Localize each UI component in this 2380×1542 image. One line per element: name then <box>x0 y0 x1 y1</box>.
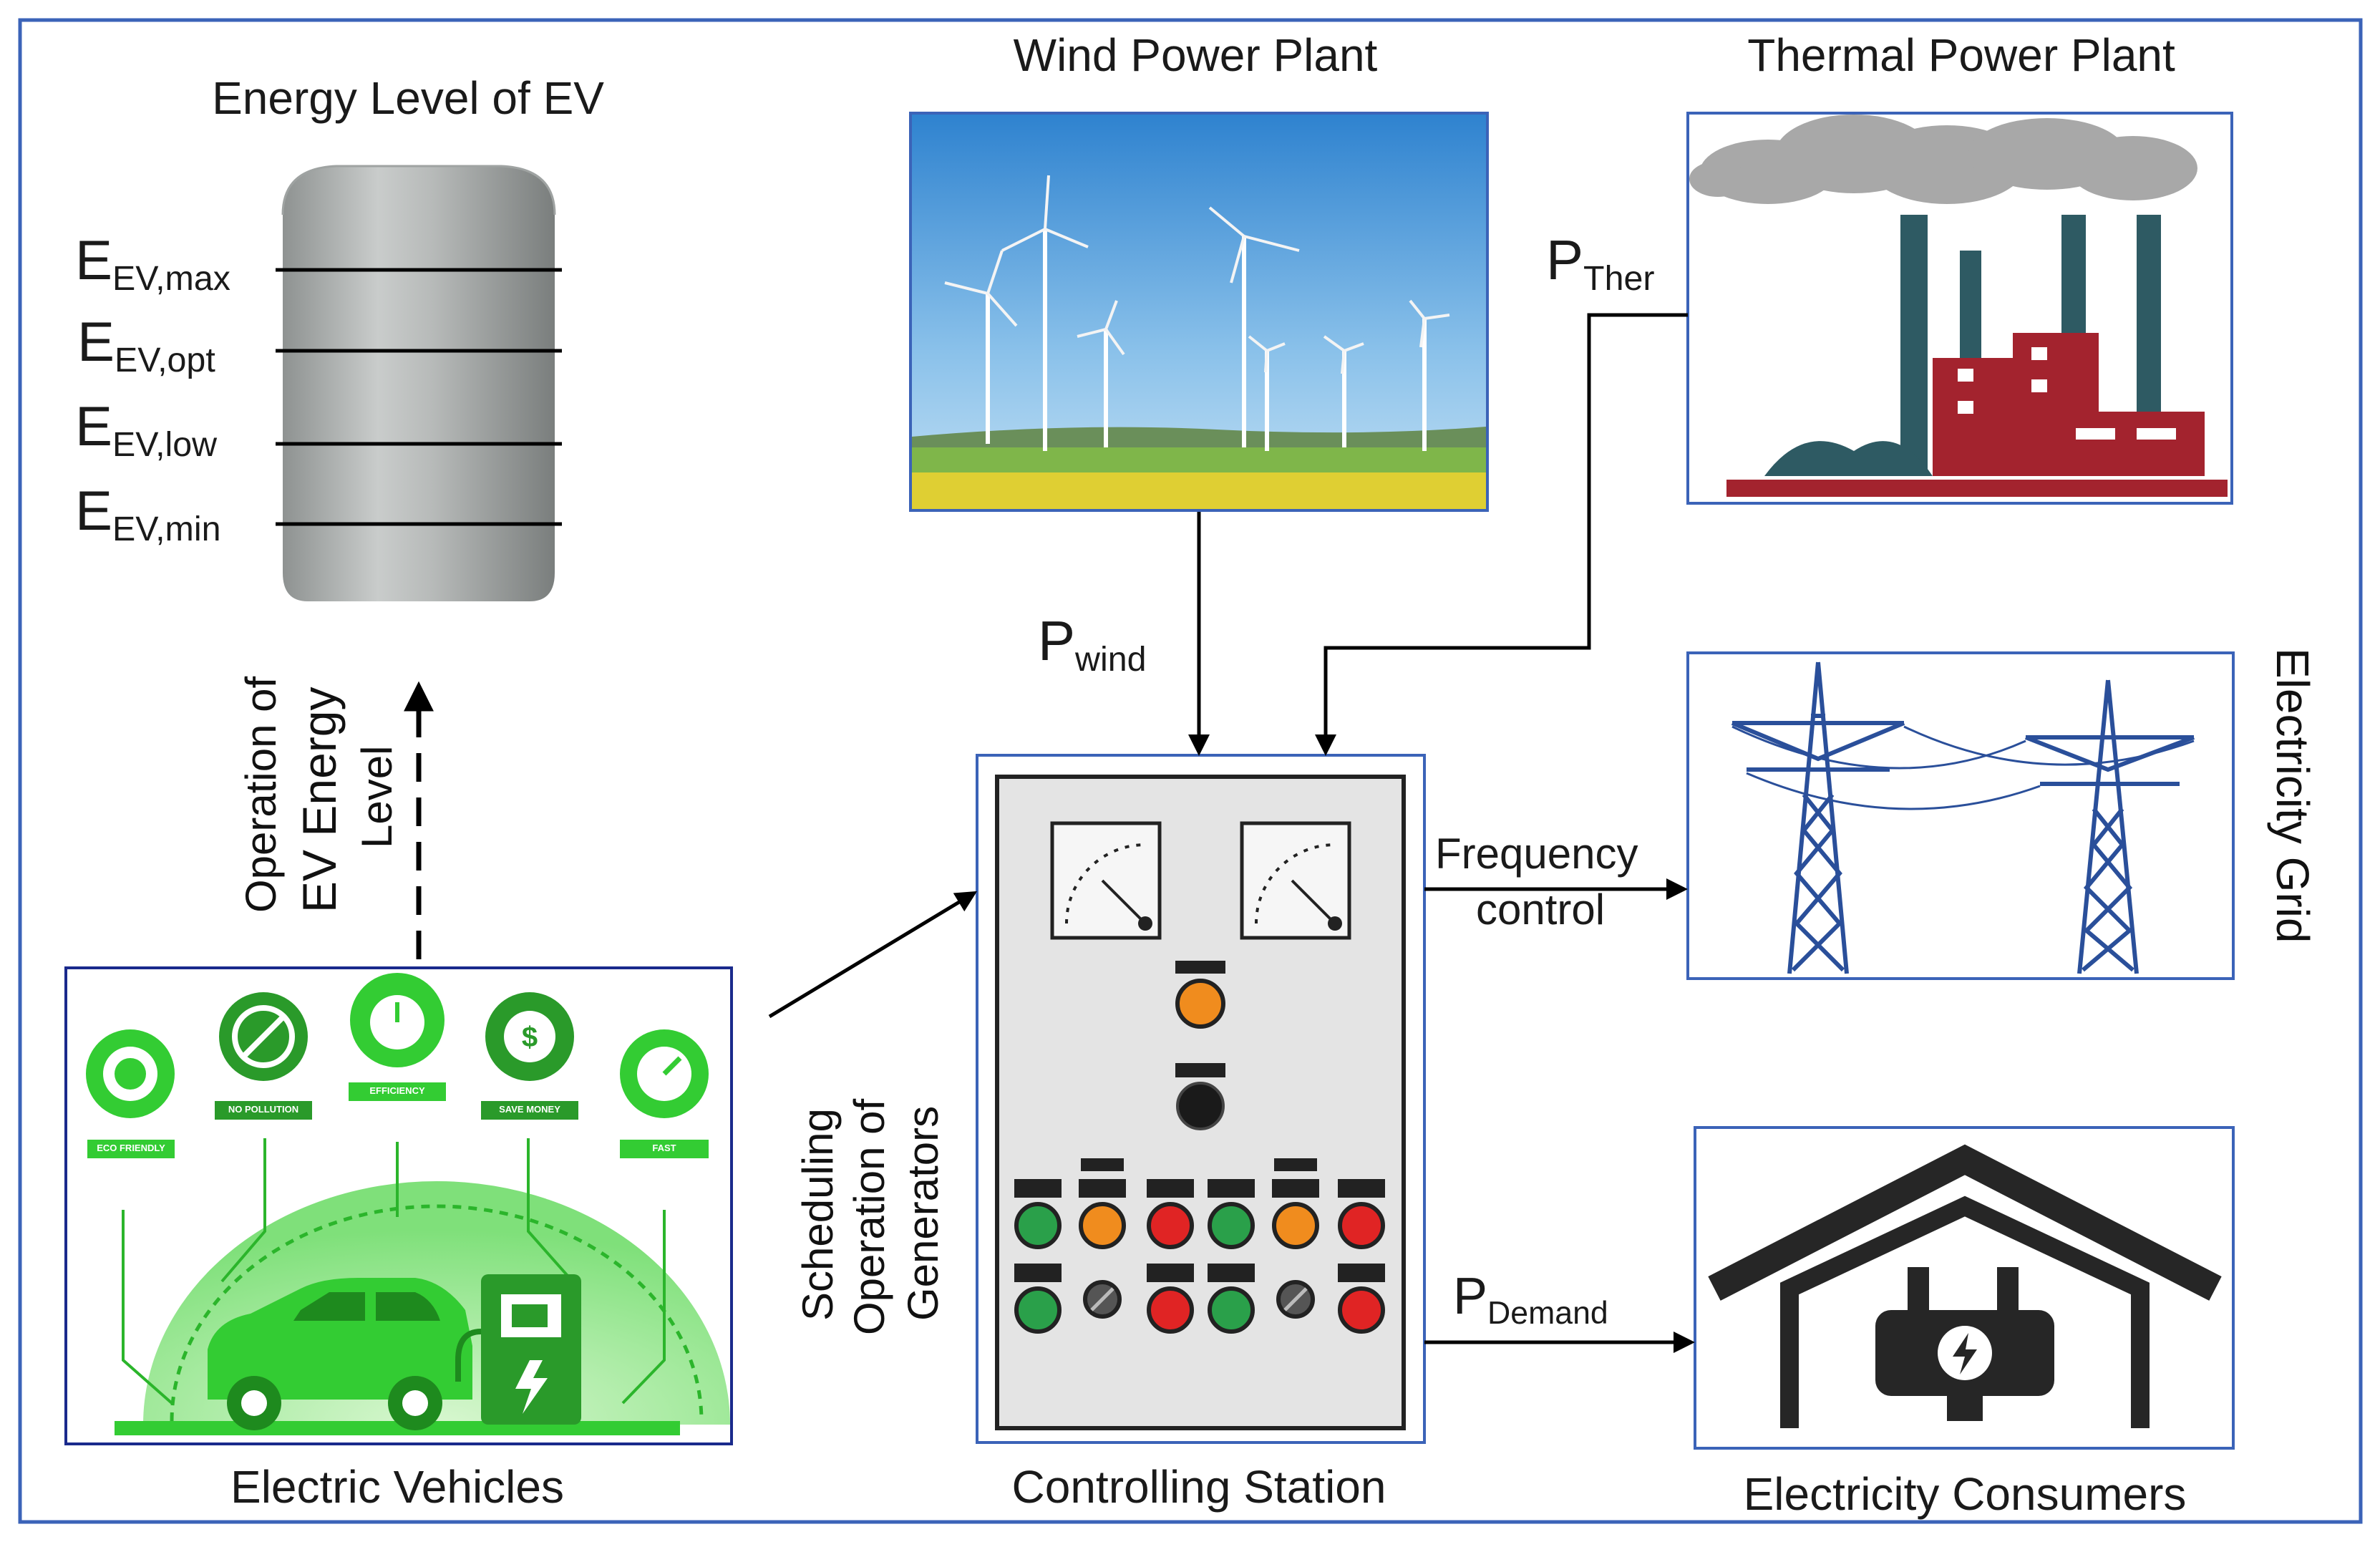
black-switch-icon <box>1176 1082 1225 1130</box>
badge-eco-friendly-icon <box>86 1029 175 1158</box>
badge-label-efficiency: EFFICIENCY <box>369 1085 425 1096</box>
p-wind-label: Pwind <box>1038 609 1147 679</box>
ev-operation-line3: Level <box>353 745 401 848</box>
svg-text:$: $ <box>522 1022 538 1053</box>
electric-vehicles-title: Electric Vehicles <box>230 1461 564 1513</box>
p-ther-label: PTher <box>1546 228 1655 299</box>
badge-no-pollution-icon <box>215 992 312 1120</box>
p-demand-label: PDemand <box>1453 1268 1608 1332</box>
control-panel <box>976 754 1426 1444</box>
outer-frame <box>18 18 2363 1524</box>
house-plug-icon <box>1694 1126 2235 1450</box>
energy-level-opt: EEV,opt <box>77 310 215 380</box>
energy-level-title: Energy Level of EV <box>212 72 604 124</box>
badge-label-eco-friendly: ECO FRIENDLY <box>97 1143 165 1153</box>
scheduling-line3: Generators <box>899 1105 947 1321</box>
thermal-plant-icon <box>1686 112 2233 505</box>
scheduling-line2: Operation of <box>845 1098 893 1335</box>
ev-operation-line1: Operation of <box>237 676 285 913</box>
flow-arrows <box>768 313 1695 1353</box>
badge-save-money-icon: $ <box>481 992 578 1120</box>
badge-label-no-pollution: NO POLLUTION <box>228 1104 299 1115</box>
orange-indicator-icon <box>1175 979 1225 1029</box>
energy-level-min: EEV,min <box>75 479 221 549</box>
wind-plant-title: Wind Power Plant <box>1013 29 1378 81</box>
badge-fast-icon <box>620 1029 709 1158</box>
energy-level-low: EEV,low <box>75 394 218 465</box>
arrow-thermal <box>1315 313 1688 756</box>
thermal-plant-title: Thermal Power Plant <box>1747 29 2175 81</box>
transmission-towers-icon <box>1686 651 2235 980</box>
electricity-grid-title: Electricity Grid <box>2267 648 2318 944</box>
arrow-scheduling <box>768 891 978 1019</box>
badge-label-fast: FAST <box>652 1143 676 1153</box>
electric-car-icon <box>208 1278 472 1430</box>
energy-tank <box>276 165 562 601</box>
ev-panel: $ <box>64 966 733 1445</box>
charging-station-icon <box>455 1274 581 1425</box>
right-gauge-icon <box>1240 821 1351 940</box>
left-gauge-icon <box>1050 821 1162 940</box>
frequency-label: Frequency <box>1435 830 1638 878</box>
energy-level-max: EEV,max <box>75 228 230 299</box>
control-label: control <box>1476 886 1606 934</box>
scheduling-line1: Scheduling <box>794 1108 842 1321</box>
electricity-consumers-title: Electricity Consumers <box>1743 1468 2187 1520</box>
badge-efficiency-icon <box>349 973 446 1101</box>
wind-farm-image <box>909 112 1489 512</box>
ev-operation-line2: EV Energy <box>293 687 346 913</box>
controlling-station-title: Controlling Station <box>1011 1461 1386 1513</box>
badge-label-save-money: SAVE MONEY <box>499 1104 560 1115</box>
